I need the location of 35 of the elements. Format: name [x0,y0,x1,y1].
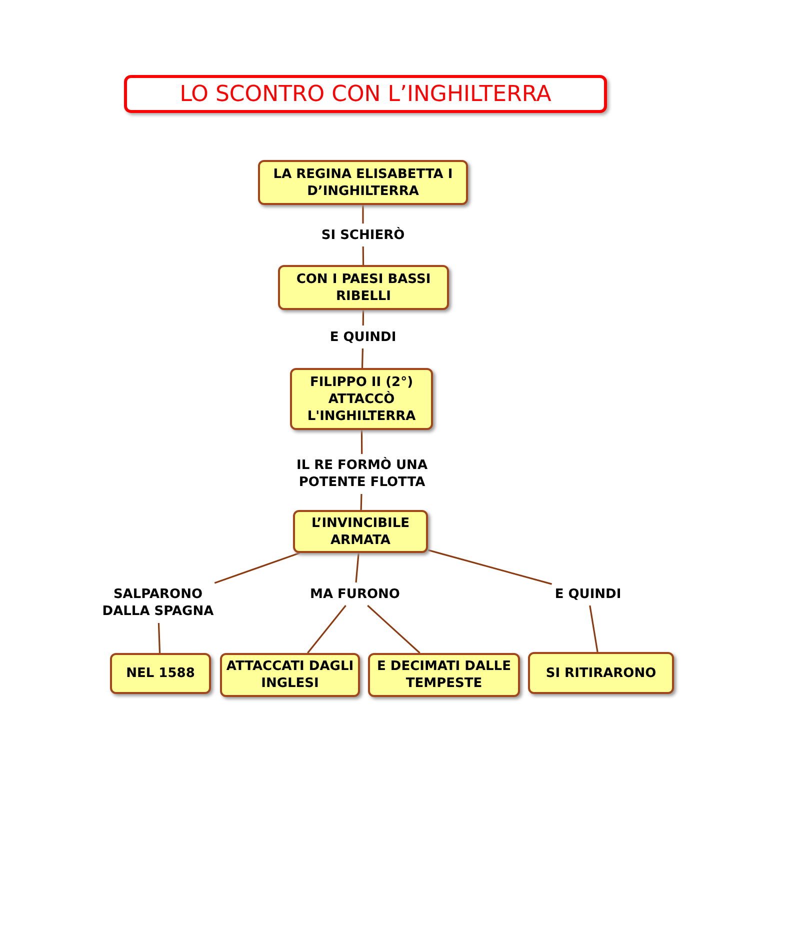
concept-box [290,368,433,430]
concept-text: LA REGINA ELISABETTA I D’INGHILTERRA [272,166,454,200]
concept-text: SI RITIRARONO [546,664,656,682]
connector-line [362,246,364,265]
concept-text: E DECIMATI DALLE TEMPESTE [376,658,512,692]
connector-line [360,430,363,454]
connector-line [214,552,300,584]
connector-line [428,549,552,585]
linking-phrase: MA FURONO [310,586,400,602]
linking-phrase: SALPARONO DALLA SPAGNA [101,586,215,620]
connector-line [307,605,346,654]
connector-line [362,205,364,224]
concept-text: ATTACCATI DAGLI INGLESI [225,658,355,692]
connector-line [361,348,364,368]
concept-box [278,265,449,310]
connector-line [367,604,420,654]
concept-text: NEL 1588 [126,665,195,682]
linking-phrase: IL RE FORMÒ UNA POTENTE FLOTTA [295,457,428,491]
linking-phrase: SI SCHIERÒ [321,226,405,244]
concept-box [258,160,468,205]
concept-box [110,653,211,694]
linking-phrase: E QUINDI [554,586,622,602]
concept-text: L’INVINCIBILE ARMATA [310,514,410,548]
concept-text: FILIPPO II (2°) ATTACCÒ L'INGHILTERRA [306,374,417,424]
title-box: LO SCONTRO CON L’INGHILTERRA [124,75,607,113]
concept-box [368,653,520,697]
connector-line [158,622,161,654]
concept-text: CON I PAESI BASSI RIBELLI [295,270,432,304]
concept-box [528,652,674,694]
connector-line [360,494,362,510]
concept-box [293,510,428,553]
connector-line [355,552,360,583]
connector-line [362,310,364,326]
linking-phrase: E QUINDI [330,328,396,346]
connector-line [589,605,598,652]
